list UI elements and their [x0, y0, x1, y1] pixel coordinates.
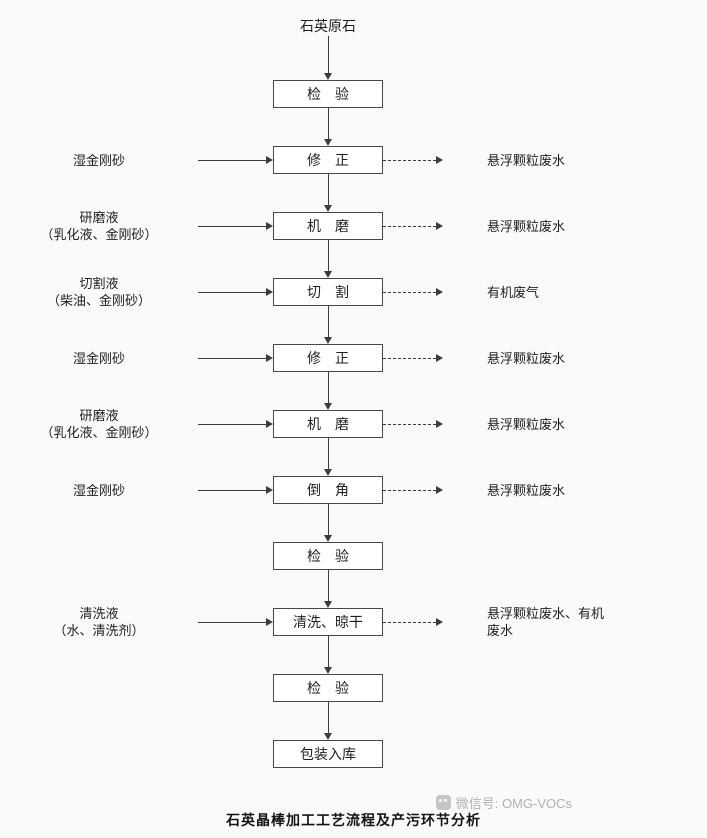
output-dashed-arrow-icon [383, 288, 443, 296]
flow-down-arrow-icon [273, 504, 383, 542]
flow-source-label: 石英原石 [300, 18, 356, 34]
input-arrow-icon [198, 156, 273, 164]
flow-down-arrow-icon [273, 702, 383, 740]
input-label: 研磨液 （乳化液、金刚砂） [40, 210, 158, 242]
input-label: 湿金刚砂 [72, 350, 125, 366]
output-dashed-arrow-icon [383, 222, 443, 230]
flow-row: 湿金刚砂 修 正 悬浮颗粒废水 [0, 146, 707, 174]
input-arrow-icon [198, 288, 273, 296]
input-arrow-icon [198, 420, 273, 428]
wechat-icon [435, 795, 451, 810]
flow-down-arrow-icon [273, 240, 383, 278]
output-label: 悬浮颗粒废水 [487, 218, 566, 234]
input-label: 切割液 （柴油、金刚砂） [46, 276, 151, 308]
process-step-box: 机 磨 [273, 212, 383, 240]
input-arrow-icon [198, 222, 273, 230]
process-step-box: 包装入库 [273, 740, 383, 768]
process-step-box: 修 正 [273, 344, 383, 372]
flow-down-arrow-icon [273, 570, 383, 608]
watermark: 微信号: OMG-VOCs [435, 793, 572, 812]
process-step-box: 切 割 [273, 278, 383, 306]
output-label: 悬浮颗粒废水 [487, 416, 566, 432]
process-step-box: 检 验 [273, 542, 383, 570]
process-step-box: 机 磨 [273, 410, 383, 438]
input-label: 湿金刚砂 [72, 482, 125, 498]
process-step-box: 倒 角 [273, 476, 383, 504]
flow-row: 包装入库 [0, 740, 707, 768]
flow-down-arrow-icon [273, 438, 383, 476]
output-dashed-arrow-icon [383, 354, 443, 362]
process-step-box: 修 正 [273, 146, 383, 174]
diagram-caption: 石英晶棒加工工艺流程及产污环节分析 [226, 812, 481, 828]
flow-down-arrow-icon [273, 372, 383, 410]
output-label: 悬浮颗粒废水、有机 废水 [487, 606, 605, 638]
flow-row: 研磨液 （乳化液、金刚砂） 机 磨 悬浮颗粒废水 [0, 408, 707, 440]
output-label: 悬浮颗粒废水 [487, 482, 566, 498]
flow-down-arrow-icon [273, 306, 383, 344]
flow-down-arrow-icon [273, 636, 383, 674]
output-dashed-arrow-icon [383, 618, 443, 626]
output-dashed-arrow-icon [383, 420, 443, 428]
flow-row: 切割液 （柴油、金刚砂） 切 割 有机废气 [0, 276, 707, 308]
input-label: 湿金刚砂 [72, 152, 125, 168]
output-label: 悬浮颗粒废水 [487, 350, 566, 366]
flow-row: 检 验 [0, 674, 707, 702]
output-dashed-arrow-icon [383, 156, 443, 164]
process-step-box: 清洗、晾干 [273, 608, 383, 636]
input-arrow-icon [198, 618, 273, 626]
input-arrow-icon [198, 354, 273, 362]
flow-row: 湿金刚砂 倒 角 悬浮颗粒废水 [0, 476, 707, 504]
input-label: 清洗液 （水、清洗剂） [53, 606, 145, 638]
input-label: 研磨液 （乳化液、金刚砂） [40, 408, 158, 440]
process-step-box: 检 验 [273, 80, 383, 108]
output-dashed-arrow-icon [383, 486, 443, 494]
flow-down-arrow-icon [273, 36, 383, 80]
output-label: 悬浮颗粒废水 [487, 152, 566, 168]
flow-row: 研磨液 （乳化液、金刚砂） 机 磨 悬浮颗粒废水 [0, 210, 707, 242]
flow-row: 检 验 [0, 80, 707, 108]
process-step-box: 检 验 [273, 674, 383, 702]
flow-down-arrow-icon [273, 174, 383, 212]
flow-down-arrow-icon [273, 108, 383, 146]
flow-row: 清洗液 （水、清洗剂） 清洗、晾干 悬浮颗粒废水、有机 废水 [0, 606, 707, 638]
input-arrow-icon [198, 486, 273, 494]
flow-row: 湿金刚砂 修 正 悬浮颗粒废水 [0, 344, 707, 372]
watermark-label: 微信号: OMG-VOCs [455, 796, 572, 811]
flow-row: 检 验 [0, 542, 707, 570]
output-label: 有机废气 [487, 284, 540, 300]
